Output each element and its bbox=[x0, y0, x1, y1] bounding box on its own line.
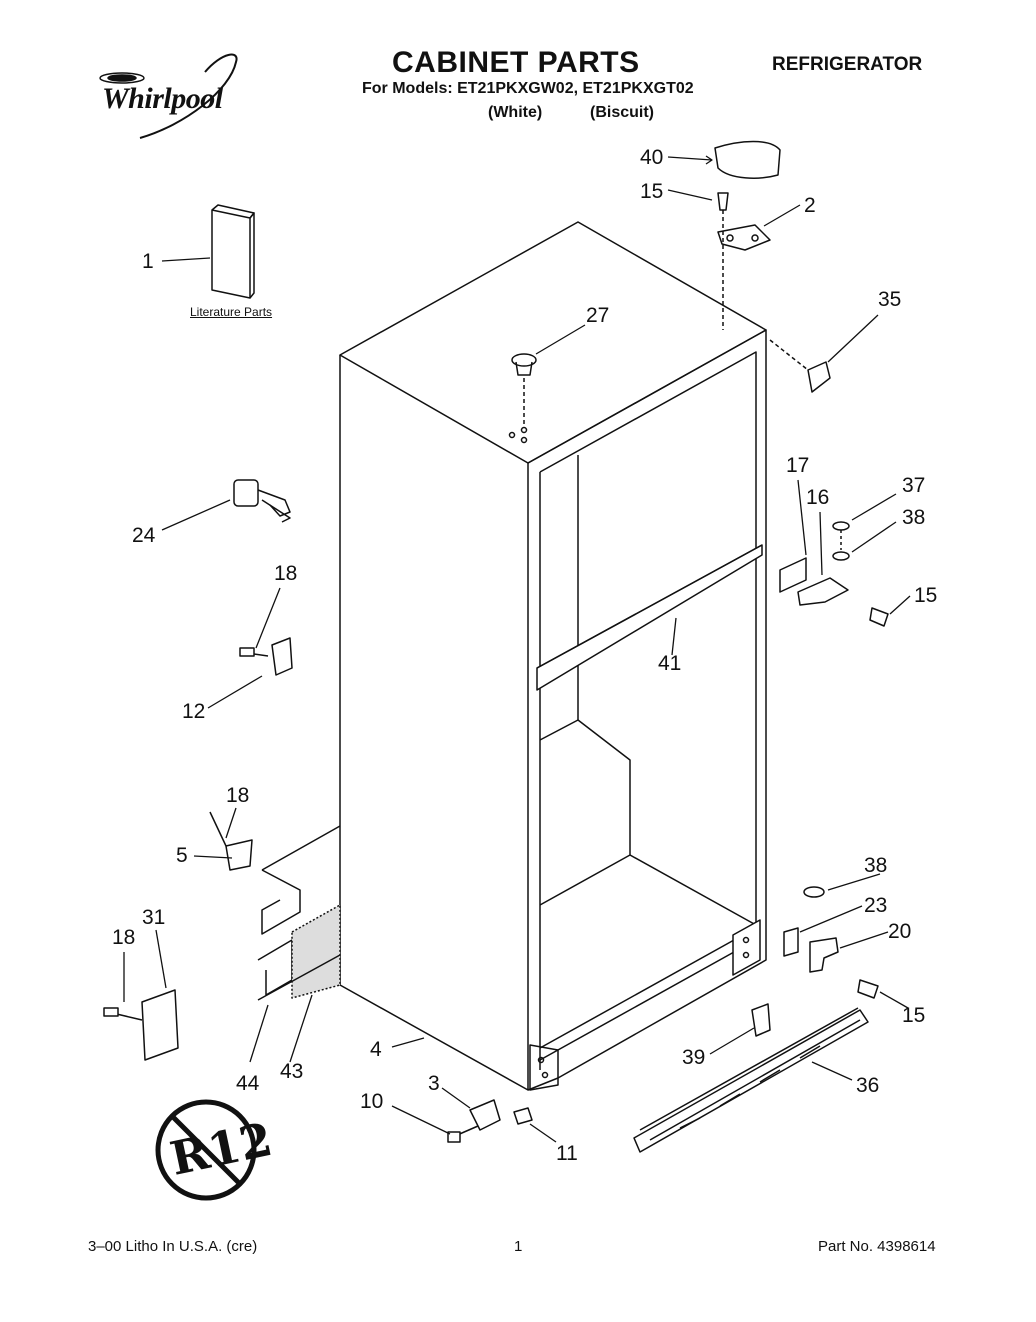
footer-part-number: Part No. 4398614 bbox=[818, 1238, 936, 1255]
handle-stop bbox=[233, 479, 291, 523]
callout-31: 31 bbox=[142, 906, 165, 929]
callout-15-bottom: 15 bbox=[902, 1004, 925, 1027]
callout-40: 40 bbox=[640, 146, 663, 169]
callout-23: 23 bbox=[864, 894, 887, 917]
leader-lines bbox=[123, 155, 911, 1143]
callout-20: 20 bbox=[888, 920, 911, 943]
callout-35: 35 bbox=[878, 288, 901, 311]
clip-part bbox=[769, 339, 831, 393]
callout-16: 16 bbox=[806, 486, 829, 509]
leveling-parts bbox=[447, 1099, 533, 1143]
no-r12-symbol: R12 bbox=[155, 1099, 277, 1201]
page-title: CABINET PARTS bbox=[392, 46, 640, 79]
callout-18: 18 bbox=[274, 562, 297, 585]
literature-parts-label: Literature Parts bbox=[190, 305, 273, 319]
callout-10: 10 bbox=[360, 1090, 383, 1113]
callout-36: 36 bbox=[856, 1074, 879, 1097]
cabinet bbox=[339, 221, 767, 1091]
footer-print-info: 3–00 Litho In U.S.A. (cre) bbox=[88, 1238, 258, 1255]
callout-44: 44 bbox=[236, 1072, 260, 1095]
callout-39: 39 bbox=[682, 1046, 705, 1069]
divider-rail bbox=[536, 544, 763, 691]
variant-biscuit: (Biscuit) bbox=[590, 104, 654, 121]
callout-38-bottom: 38 bbox=[864, 854, 887, 877]
callout-3: 3 bbox=[428, 1072, 440, 1095]
callout-12: 12 bbox=[182, 700, 205, 723]
callout-4: 4 bbox=[370, 1038, 382, 1061]
callout-43: 43 bbox=[280, 1060, 303, 1083]
callout-11: 11 bbox=[556, 1142, 578, 1165]
callout-5: 5 bbox=[176, 844, 188, 867]
literature-booklet bbox=[211, 204, 255, 299]
top-plug bbox=[508, 353, 537, 444]
bottom-hinge-bracket bbox=[732, 919, 761, 976]
footer-page-number: 1 bbox=[514, 1238, 523, 1255]
callout-18-left: 18 bbox=[226, 784, 249, 807]
center-hinge-assembly bbox=[779, 521, 889, 627]
callout-2: 2 bbox=[804, 194, 816, 217]
callout-27: 27 bbox=[586, 304, 609, 327]
model-numbers: For Models: ET21PKXGW02, ET21PKXGT02 bbox=[362, 80, 694, 97]
top-hinge-assembly bbox=[714, 140, 781, 330]
callout-41: 41 bbox=[658, 652, 681, 675]
callout-17: 17 bbox=[786, 454, 809, 477]
callout-37: 37 bbox=[902, 474, 925, 497]
left-mounting-brackets bbox=[209, 811, 341, 1001]
callout-18-cover: 18 bbox=[112, 926, 135, 949]
callout-24: 24 bbox=[132, 524, 156, 547]
logo-swirl bbox=[99, 53, 238, 139]
toe-grille bbox=[633, 1003, 869, 1153]
bottom-hinge-assembly bbox=[783, 886, 879, 999]
left-cover-plate bbox=[103, 989, 179, 1061]
appliance-category: REFRIGERATOR bbox=[772, 54, 923, 75]
callout-15: 15 bbox=[640, 180, 663, 203]
callout-15-hinge: 15 bbox=[914, 584, 937, 607]
whirlpool-logo: Whirlpool bbox=[102, 82, 223, 115]
door-stop-bracket bbox=[239, 637, 293, 676]
variant-white: (White) bbox=[488, 104, 543, 121]
callout-38: 38 bbox=[902, 506, 925, 529]
callout-1: 1 bbox=[142, 250, 154, 273]
callout-numbers: 40 15 2 1 35 27 24 17 16 37 38 15 18 12 … bbox=[112, 146, 937, 1165]
